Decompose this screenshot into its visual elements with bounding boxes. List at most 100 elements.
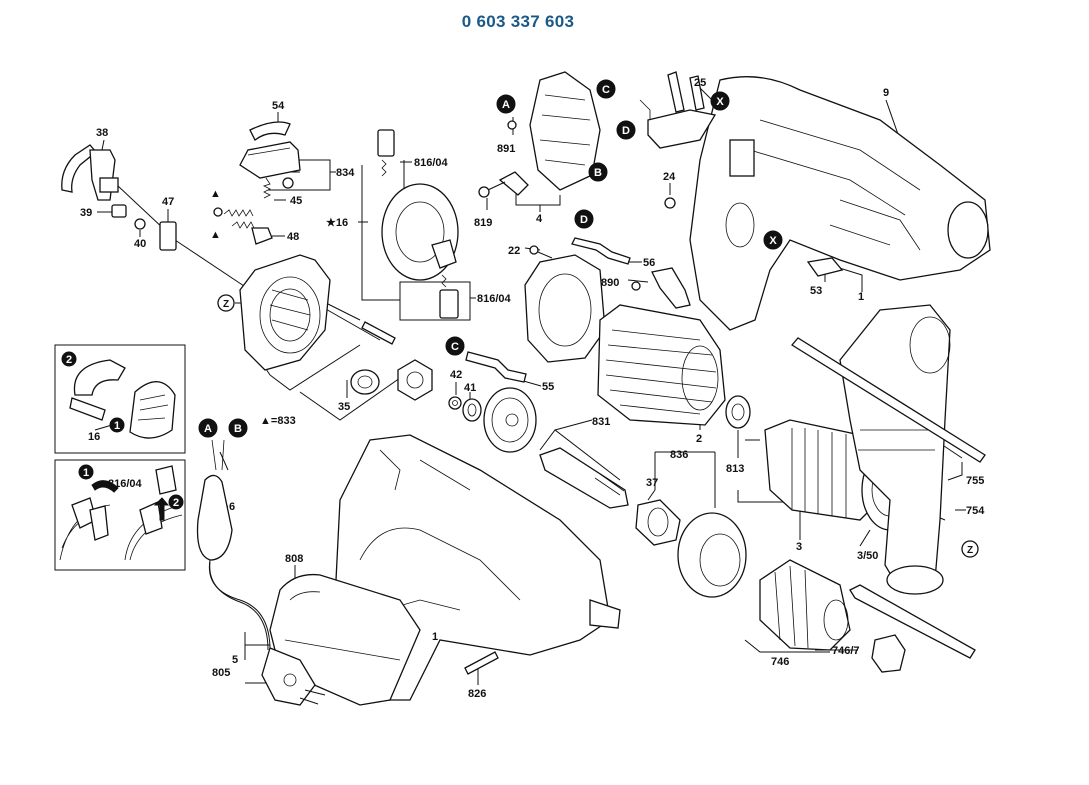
part-9-housing-half — [689, 76, 991, 331]
ref-circle-Z-right: Z — [961, 540, 979, 558]
part-890-plate — [631, 267, 691, 309]
part-813-bearing — [725, 395, 751, 429]
label-834: 834 — [336, 167, 355, 179]
label-1-upper: 1 — [858, 291, 864, 303]
step-badge-2-inset1: 2 — [61, 351, 77, 367]
label-6: 6 — [229, 501, 235, 513]
part-4-switch — [498, 71, 601, 196]
inset-brush-insertion-steps — [54, 459, 186, 571]
label-16: ★16 — [326, 217, 348, 229]
part-833-nut — [397, 359, 433, 401]
part-816-04-brush-lower — [439, 274, 459, 319]
label-25: 25 — [694, 77, 706, 89]
label-53: 53 — [810, 285, 822, 297]
label-4: 4 — [536, 213, 543, 225]
part-40-ball — [134, 218, 146, 230]
label-826: 826 — [468, 688, 486, 700]
star-symbol: ★ — [326, 217, 336, 229]
part-831-shaft — [539, 447, 629, 509]
label-45: 45 — [290, 195, 302, 207]
svg-text:Z: Z — [223, 299, 229, 310]
label-38: 38 — [96, 127, 108, 139]
label-55: 55 — [542, 381, 554, 393]
part-816-04-brush-upper — [377, 129, 395, 177]
label-9: 9 — [883, 87, 889, 99]
step-badge-1-inset2: 1 — [78, 464, 94, 480]
part-746-7-chuck-key — [849, 584, 976, 673]
part-48-screws-springs — [213, 207, 273, 245]
label-813: 813 — [726, 463, 744, 475]
part-746-chuck — [759, 559, 851, 651]
part-35-bearing — [350, 369, 380, 395]
svg-text:B: B — [234, 423, 242, 435]
svg-text:C: C — [602, 84, 610, 96]
step-badge-1-inset1: 1 — [109, 417, 125, 433]
inset-brush-holder-assembly — [54, 344, 186, 454]
part-38-switch-lever — [61, 144, 166, 231]
part-25-switch-slider — [639, 71, 717, 149]
label-754: 754 — [966, 505, 985, 517]
triangle-symbol-833: ▲ — [260, 415, 271, 427]
part-836-gear-housing — [677, 512, 747, 598]
part-45-spring — [262, 177, 294, 199]
part-16-brush-plate — [381, 183, 459, 281]
triangle-symbol-upper: ▲ — [210, 188, 221, 200]
label-41: 41 — [464, 382, 476, 394]
part-834-bracket — [239, 141, 301, 179]
svg-text:A: A — [204, 423, 212, 435]
svg-text:1: 1 — [114, 420, 120, 432]
step-badge-2-inset2: 2 — [168, 494, 184, 510]
part-42-washer — [448, 396, 462, 410]
part-47-switch — [159, 221, 177, 251]
label-755: 755 — [966, 475, 984, 487]
svg-text:A: A — [502, 99, 510, 111]
inset2-label-816-04: 816/04 — [108, 478, 143, 490]
part-56-terminal — [571, 237, 631, 265]
part-field-holder — [524, 254, 606, 363]
label-833: ▲=833 — [260, 415, 296, 427]
svg-text:2: 2 — [173, 497, 179, 509]
part-gear — [483, 387, 537, 453]
badge-X-slider: X — [710, 91, 730, 111]
part-37-bushing — [635, 499, 681, 546]
label-836: 836 — [670, 449, 688, 461]
label-56: 56 — [643, 257, 655, 269]
label-816-04-lower: 816/04 — [477, 293, 512, 305]
label-833-number: 833 — [277, 415, 295, 427]
label-54: 54 — [272, 100, 285, 112]
label-35: 35 — [338, 401, 350, 413]
label-3: 3 — [796, 541, 802, 553]
label-42: 42 — [450, 369, 462, 381]
part-819-screw — [478, 181, 506, 198]
badge-C-switch: C — [596, 79, 616, 99]
part-755-rod — [791, 337, 986, 463]
label-47: 47 — [162, 196, 174, 208]
inset1-label-16: 16 — [88, 431, 100, 443]
part-screw — [361, 321, 396, 345]
part-805-cord — [208, 559, 326, 706]
label-22: 22 — [508, 245, 520, 257]
label-3-50: 3/50 — [857, 550, 878, 562]
svg-text:2: 2 — [66, 354, 72, 366]
badge-A-switch: A — [496, 94, 516, 114]
part-55-terminal — [465, 351, 527, 383]
part-54-cover — [249, 121, 291, 141]
svg-text:C: C — [451, 341, 459, 353]
part-41-bearing — [462, 398, 482, 422]
label-819: 819 — [474, 217, 492, 229]
label-5: 5 — [232, 654, 238, 666]
svg-text:D: D — [580, 214, 588, 226]
label-833-prefix: = — [271, 415, 277, 427]
label-816-04-upper: 816/04 — [414, 157, 449, 169]
label-24: 24 — [663, 171, 676, 183]
label-891: 891 — [497, 143, 515, 155]
label-831: 831 — [592, 416, 610, 428]
label-808: 808 — [285, 553, 303, 565]
badge-D-terminal: D — [574, 209, 594, 229]
triangle-symbol-lower: ▲ — [210, 229, 221, 241]
svg-text:X: X — [716, 96, 724, 108]
svg-text:Z: Z — [967, 545, 973, 556]
label-16-number: 16 — [336, 217, 348, 229]
svg-text:X: X — [769, 235, 777, 247]
